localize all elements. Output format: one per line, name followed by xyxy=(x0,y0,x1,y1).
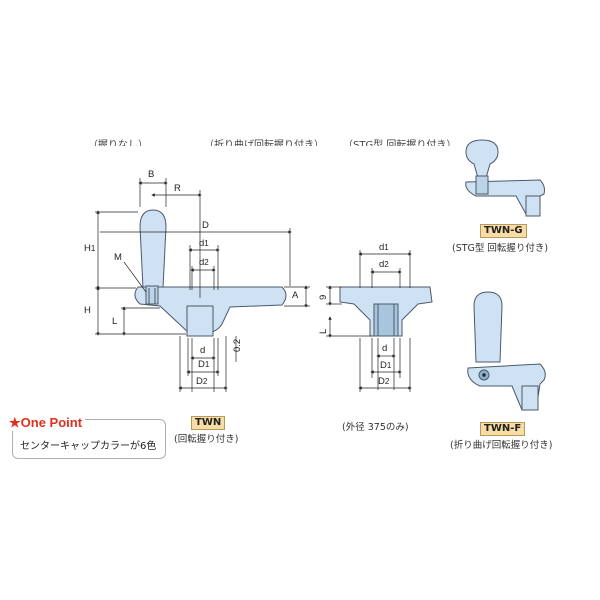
center-dim-d: d xyxy=(382,343,388,354)
dim-M: M xyxy=(114,252,122,263)
twn-hub xyxy=(186,305,214,337)
dim-B: B xyxy=(148,169,155,180)
twn-g-knob xyxy=(465,139,499,179)
one-point-title: ★One Point xyxy=(6,415,86,431)
center-dimensions xyxy=(326,250,412,392)
dim-H: H xyxy=(84,305,91,316)
twn-dimensions xyxy=(95,178,310,392)
twn-grip xyxy=(139,209,167,289)
dim-L: L xyxy=(112,316,118,327)
twn-g-stem xyxy=(475,175,489,195)
twn-g-hub xyxy=(525,195,541,217)
header-no-grip: （握りなし） xyxy=(88,140,148,146)
header-folding-grip: （折り曲げ回転握り付き） xyxy=(204,140,324,146)
twn-f-drawing xyxy=(467,291,546,411)
center-cross-section xyxy=(339,286,433,337)
one-point-text: センターキャップカラーが6色 xyxy=(20,441,157,452)
tag-twn: TWN xyxy=(191,416,226,430)
dim-H1: H1 xyxy=(84,243,96,254)
center-dim-9: 9 xyxy=(318,294,329,300)
twn-grip-socket xyxy=(145,285,159,305)
caption-center: (外径 375のみ) xyxy=(342,422,409,433)
header-stg-grip: （STG型 回転握り付き） xyxy=(343,140,457,146)
caption-twn-g: (STG型 回転握り付き) xyxy=(452,243,549,254)
center-dim-d1: d1 xyxy=(379,242,389,253)
caption-twn: (回転握り付き) xyxy=(174,434,239,445)
dim-D1: D1 xyxy=(198,359,210,370)
center-dim-D1: D1 xyxy=(380,360,392,371)
center-dim-L: L xyxy=(318,328,329,334)
center-dim-D2: D2 xyxy=(378,376,390,387)
dim-0.2: 0.2 xyxy=(232,338,243,352)
caption-twn-f: (折り曲げ回転握り付き) xyxy=(450,440,553,451)
twn-g-drawing xyxy=(465,139,545,217)
tag-twn-g: TWN-G xyxy=(480,224,527,238)
dim-D2: D2 xyxy=(196,376,208,387)
tag-twn-f: TWN-F xyxy=(480,422,526,436)
dim-d2: d2 xyxy=(199,257,209,268)
twn-f-hub xyxy=(521,385,539,411)
twn-handwheel-drawing xyxy=(134,209,287,337)
center-dim-d2: d2 xyxy=(379,259,389,270)
dim-R: R xyxy=(174,183,181,194)
dim-D: D xyxy=(202,220,209,231)
dim-d1: d1 xyxy=(199,238,209,249)
dim-A: A xyxy=(292,290,299,301)
twn-f-grip xyxy=(473,291,503,363)
dim-d: d xyxy=(200,345,206,356)
